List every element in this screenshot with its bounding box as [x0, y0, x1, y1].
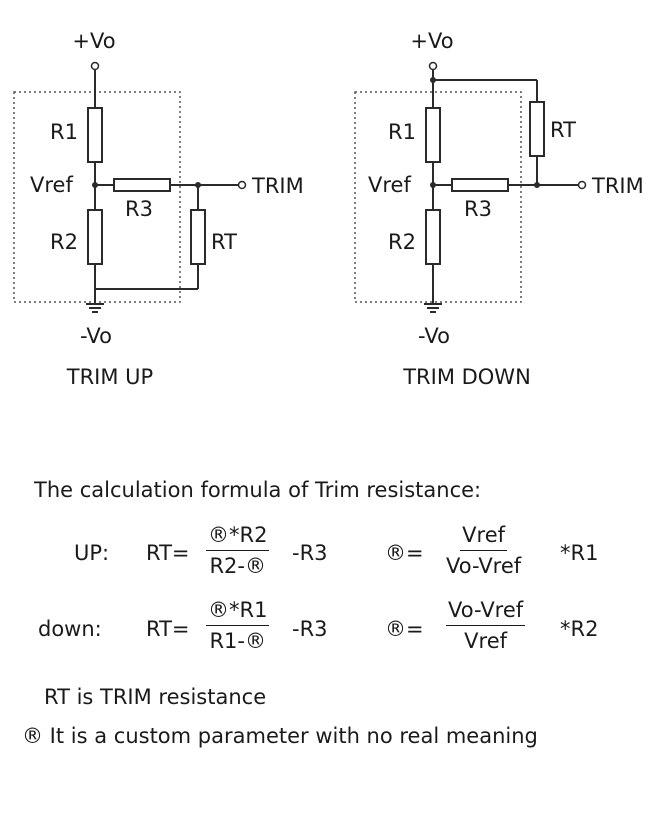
- down-rt-fraction: ®*R1 R1-®: [206, 598, 270, 653]
- param-note: ® It is a custom parameter with no real …: [22, 724, 538, 748]
- resistor-r3: [113, 178, 171, 192]
- resistor-r2: [87, 209, 103, 265]
- resistor-r1: [425, 107, 441, 163]
- up-rt-fraction: ®*R2 R2-®: [206, 523, 270, 578]
- fraction-numerator: Vo-Vref: [446, 598, 526, 626]
- fraction-numerator: Vref: [460, 523, 508, 551]
- vref-label: Vref: [30, 173, 73, 197]
- ground-icon: [86, 303, 104, 313]
- vref-label: Vref: [368, 173, 411, 197]
- module-boundary-down: [354, 91, 522, 303]
- vo-negative-label: -Vo: [418, 324, 450, 348]
- rt-label: RT: [211, 230, 237, 254]
- vo-positive-terminal: [90, 61, 100, 71]
- fraction-denominator: R2-®: [209, 554, 266, 578]
- r1-label: R1: [388, 120, 416, 144]
- rt-note: RT is TRIM resistance: [44, 685, 267, 709]
- trim-terminal: [577, 180, 587, 190]
- r1-label: R1: [50, 120, 78, 144]
- up-param-tail: *R1: [560, 541, 599, 565]
- module-boundary-up: [13, 91, 181, 303]
- ground-icon: [424, 303, 442, 313]
- resistor-r1: [87, 107, 103, 163]
- vo-positive-label: +Vo: [410, 29, 453, 53]
- trim-label: TRIM: [591, 174, 644, 198]
- resistor-r3: [451, 178, 509, 192]
- rt-label: RT: [550, 118, 576, 142]
- trim-down-caption: TRIM DOWN: [402, 365, 531, 389]
- fraction-numerator: ®*R2: [206, 523, 270, 551]
- r2-label: R2: [388, 230, 416, 254]
- trim-circuit-diagrams: +Vo R1 Vref R3 TRIM RT R2 -Vo TRIM UP: [13, 29, 644, 389]
- resistor-rt: [529, 101, 545, 157]
- trim-up-caption: TRIM UP: [66, 365, 153, 389]
- down-rt-tail: -R3: [292, 617, 328, 641]
- down-param-fraction: Vo-Vref Vref: [446, 598, 526, 653]
- up-rt-tail: -R3: [292, 541, 328, 565]
- trim-terminal: [237, 180, 247, 190]
- resistor-rt: [190, 209, 206, 265]
- r2-label: R2: [50, 230, 78, 254]
- down-param-lhs: ®=: [385, 617, 424, 641]
- fraction-denominator: Vref: [464, 629, 508, 653]
- up-param-lhs: ®=: [385, 541, 424, 565]
- up-param-fraction: Vref Vo-Vref: [446, 523, 521, 578]
- r3-label: R3: [464, 197, 492, 221]
- r3-label: R3: [125, 197, 153, 221]
- fraction-numerator: ®*R1: [206, 598, 270, 626]
- down-label: down:: [38, 617, 102, 641]
- vo-positive-terminal: [428, 61, 438, 71]
- down-param-tail: *R2: [560, 617, 599, 641]
- down-rt-lhs: RT=: [146, 617, 190, 641]
- fraction-denominator: Vo-Vref: [446, 554, 522, 578]
- fraction-denominator: R1-®: [209, 629, 266, 653]
- vo-positive-label: +Vo: [72, 29, 115, 53]
- trim-up-circuit: +Vo R1 Vref R3 TRIM RT R2 -Vo TRIM UP: [13, 29, 304, 389]
- resistor-r2: [425, 209, 441, 265]
- vo-negative-label: -Vo: [80, 324, 112, 348]
- trim-label: TRIM: [251, 174, 304, 198]
- up-label: UP:: [74, 541, 110, 565]
- formula-heading: The calculation formula of Trim resistan…: [34, 478, 482, 502]
- trim-down-circuit: +Vo RT R1 Vref R3 TRIM R2 -Vo TRIM DOWN: [354, 29, 644, 389]
- up-rt-lhs: RT=: [146, 541, 190, 565]
